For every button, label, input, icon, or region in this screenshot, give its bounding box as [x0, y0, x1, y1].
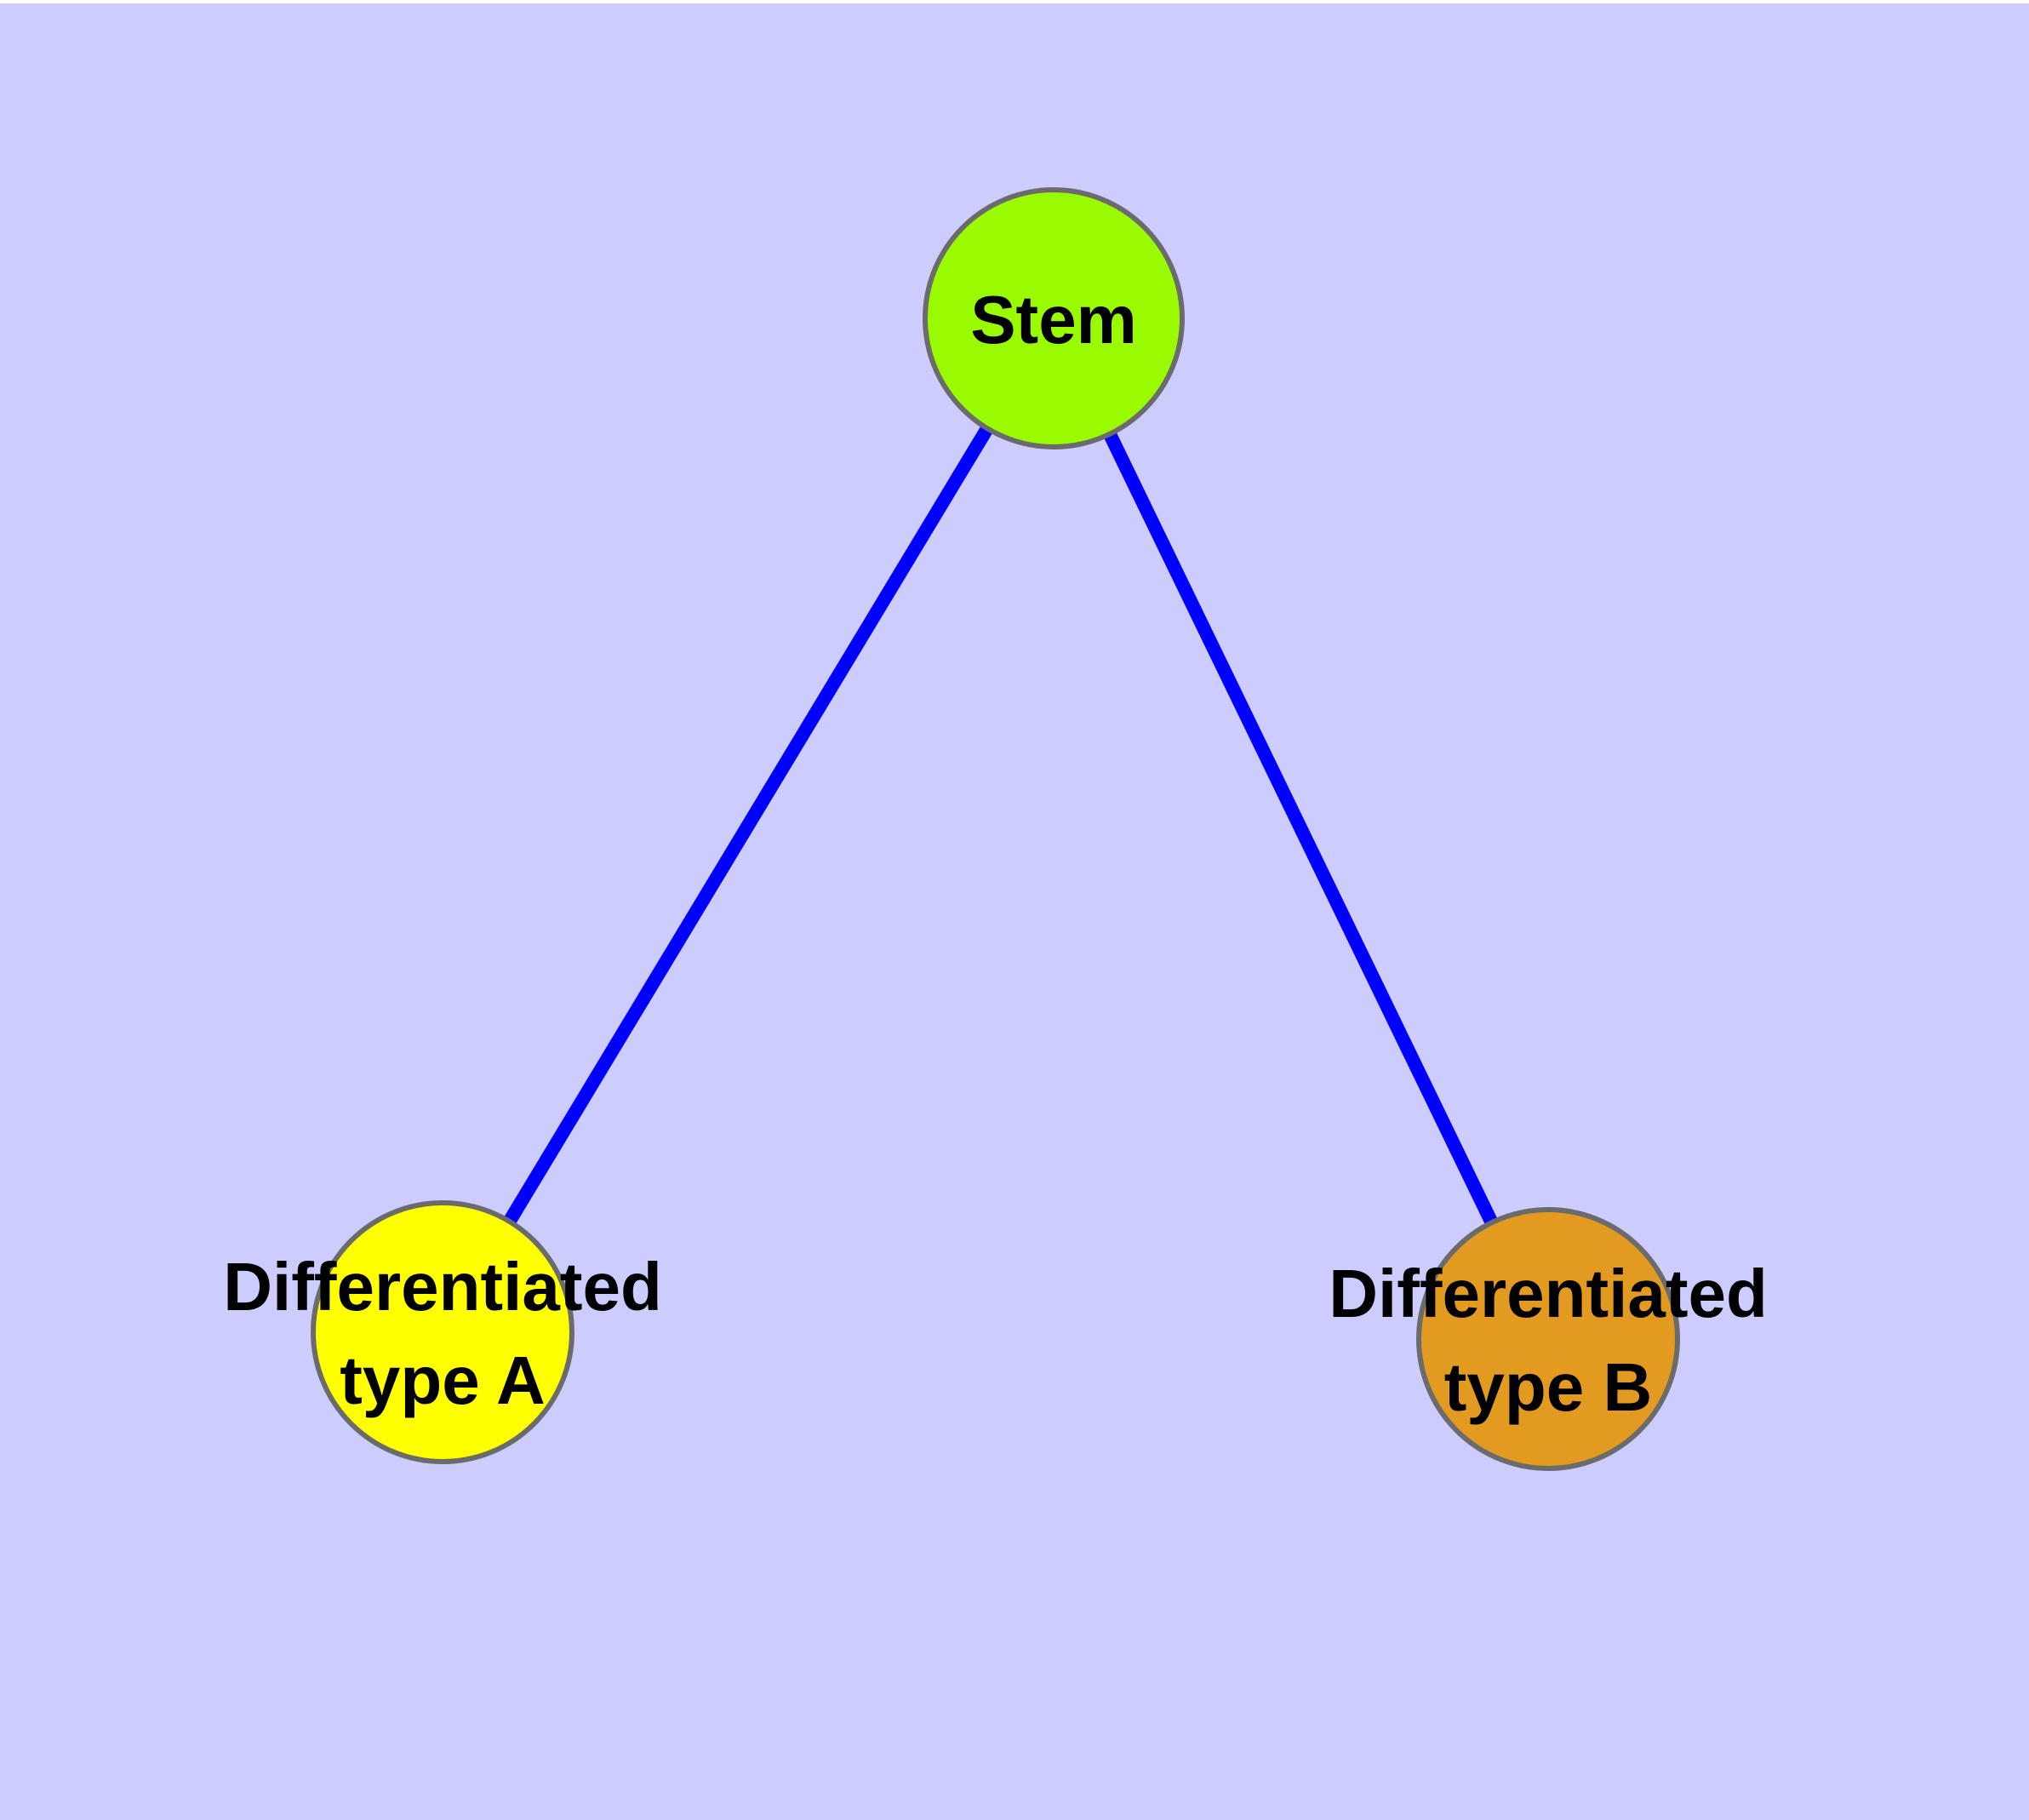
- edge-stem-to-differentiated-type-a: [437, 314, 1060, 1336]
- node-stem-circle: [923, 187, 1185, 449]
- node-stem-label: Stem: [970, 282, 1137, 358]
- node-differentiated-type-a-circle: [311, 1200, 574, 1464]
- node-differentiated-type-b-circle: [1416, 1207, 1680, 1471]
- edge-stem-to-differentiated-type-b: [1047, 315, 1555, 1342]
- node-stem: Stem: [923, 187, 1185, 449]
- edges-layer: [437, 314, 1555, 1342]
